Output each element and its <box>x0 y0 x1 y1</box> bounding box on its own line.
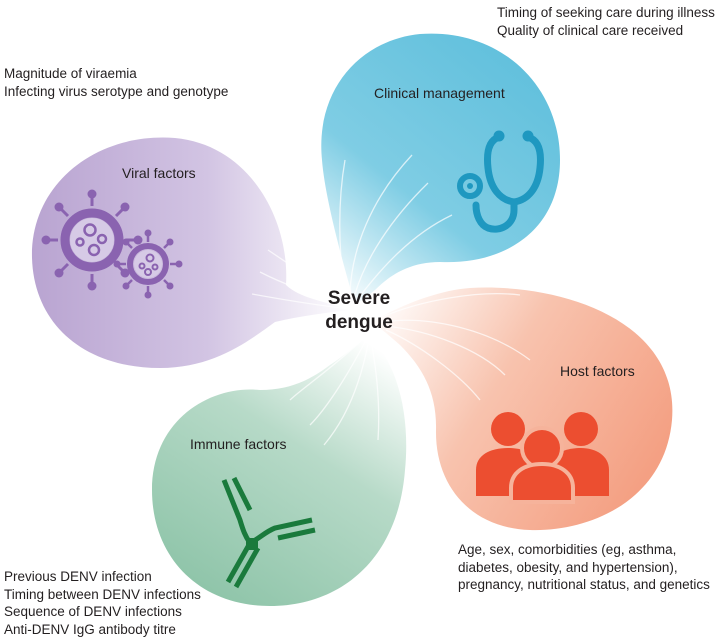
clinical-management-title: Clinical management <box>374 85 505 101</box>
factor-item: Sequence of DENV infections <box>4 604 182 619</box>
immune-factors-title: Immune factors <box>190 436 287 452</box>
viral-factors-title: Viral factors <box>122 165 196 181</box>
central-outcome-label: Severe dengue <box>325 288 393 333</box>
immune-factors-bubble <box>152 335 407 606</box>
factor-item: pregnancy, nutritional status, and genet… <box>458 577 710 592</box>
factor-item: Infecting virus serotype and genotype <box>4 83 229 99</box>
factor-item: Magnitude of viraemia <box>4 66 137 81</box>
stethoscope-icon <box>457 130 544 233</box>
people-group-icon <box>476 412 609 504</box>
factor-item: Timing between DENV infections <box>4 586 201 602</box>
factor-item: diabetes, obesity, and hypertension), <box>458 559 678 575</box>
host-factors-list: Age, sex, comorbidities (eg, asthma, dia… <box>458 541 710 594</box>
factor-item: Quality of clinical care received <box>497 22 684 38</box>
clinical-management-list: Timing of seeking care during illness Qu… <box>497 4 715 39</box>
clinical-management-bubble <box>321 33 560 306</box>
virus-icon <box>41 189 183 299</box>
immune-factors-list: Previous DENV infection Timing between D… <box>4 568 201 638</box>
factor-item: Previous DENV infection <box>4 569 152 584</box>
antibody-icon <box>221 476 316 589</box>
host-factors-title: Host factors <box>560 363 635 379</box>
factor-item: Anti-DENV IgG antibody titre <box>4 621 176 637</box>
factor-item: Timing of seeking care during illness <box>497 5 715 20</box>
viral-factors-bubble <box>31 137 351 368</box>
viral-factors-list: Magnitude of viraemia Infecting virus se… <box>4 65 228 100</box>
factor-item: Age, sex, comorbidities (eg, asthma, <box>458 542 677 557</box>
